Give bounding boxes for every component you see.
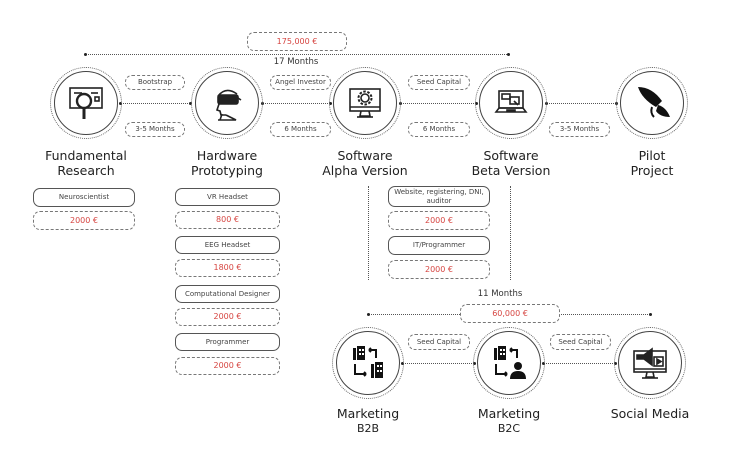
- stage-alpha-circle: [329, 67, 401, 139]
- connector-line: [120, 103, 190, 104]
- vr-headset-person-icon: [215, 89, 242, 121]
- marketing-budget: 60,000 €: [460, 304, 560, 323]
- connector-line: [402, 363, 474, 364]
- magnifier-document-icon: [69, 87, 103, 119]
- bracket-line: [368, 186, 369, 280]
- stage-beta-circle: [475, 67, 547, 139]
- funding-label: Seed Capital: [408, 334, 470, 350]
- connector-line: [546, 103, 616, 104]
- stage-title: Social Media: [610, 406, 690, 421]
- marketing-b2c-circle: [473, 327, 545, 399]
- cost-item-role: VR Headset: [175, 188, 280, 206]
- cost-item-amount: 1800 €: [175, 259, 280, 277]
- cost-item-amount: 800 €: [175, 211, 280, 229]
- funding-label: Seed Capital: [550, 334, 611, 350]
- total-budget: 175,000 €: [247, 32, 347, 51]
- cost-item-amount: 2000 €: [33, 211, 135, 230]
- cost-item-role: Website, registering, DNI, auditor: [388, 186, 490, 207]
- cost-item-role: Programmer: [175, 333, 280, 351]
- connector-line: [262, 103, 330, 104]
- cost-item-amount: 2000 €: [175, 357, 280, 375]
- span-endpoint: [507, 53, 510, 56]
- marketing-b2b-circle: [332, 327, 404, 399]
- duration-label: 3-5 Months: [549, 122, 610, 137]
- bracket-line: [510, 186, 511, 280]
- monitor-gear-icon: [349, 88, 381, 118]
- connector-line: [400, 103, 476, 104]
- stage-pilot-circle: [616, 67, 688, 139]
- stage-research-circle: [50, 67, 122, 139]
- stage-hardware-circle: [191, 67, 263, 139]
- total-duration: 17 Months: [273, 57, 319, 67]
- duration-label: 6 Months: [408, 122, 470, 137]
- cost-item-role: Neuroscientist: [33, 188, 135, 207]
- connector-line: [543, 363, 615, 364]
- marketing-duration: 11 Months: [477, 289, 523, 299]
- funding-label: Seed Capital: [408, 75, 470, 90]
- cost-item-role: EEG Headset: [175, 236, 280, 254]
- social-media-circle: [614, 327, 686, 399]
- funding-label: Bootstrap: [125, 75, 185, 90]
- business-consumer-icon: [494, 346, 526, 379]
- cost-item-amount: 2000 €: [175, 308, 280, 326]
- business-exchange-icon: [353, 346, 383, 378]
- duration-label: 6 Months: [270, 122, 331, 137]
- timeline-span-line: [85, 54, 509, 55]
- cost-item-amount: 2000 €: [388, 211, 490, 230]
- duration-label: 3-5 Months: [125, 122, 185, 137]
- funding-label: Angel Investor: [270, 75, 331, 90]
- cost-item-role: Computational Designer: [175, 285, 280, 303]
- rocket-icon: [638, 87, 670, 118]
- cost-item-amount: 2000 €: [388, 260, 490, 279]
- span-endpoint: [84, 53, 87, 56]
- cost-item-role: IT/Programmer: [388, 236, 490, 255]
- laptop-icon: [494, 90, 528, 113]
- monitor-megaphone-icon: [633, 347, 667, 379]
